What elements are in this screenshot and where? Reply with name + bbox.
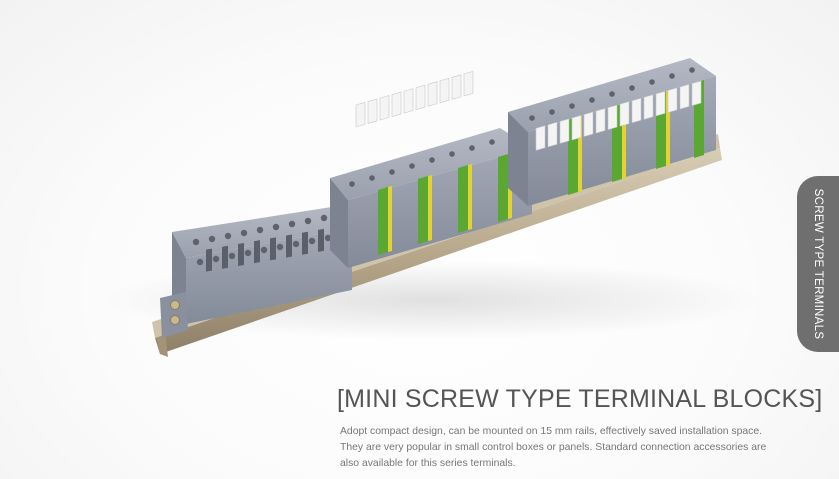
left-terminal-block xyxy=(160,206,352,338)
left-block-screw-holes xyxy=(192,214,332,266)
page-title: [MINI SCREW TYPE TERMINAL BLOCKS] xyxy=(337,385,823,413)
middle-terminal-block xyxy=(330,70,532,268)
end-clamp-screws xyxy=(170,300,180,325)
middle-block-earth-stripes xyxy=(378,153,512,255)
middle-block-marker-labels xyxy=(355,70,474,128)
right-block-marker-labels xyxy=(535,80,702,151)
side-category-tab[interactable]: SCREW TYPE TERMINALS xyxy=(797,176,839,352)
right-block-screw-holes xyxy=(529,67,695,121)
right-terminal-block xyxy=(508,58,716,206)
middle-block-screw-holes xyxy=(349,139,495,187)
product-description: Adopt compact design, can be mounted on … xyxy=(340,426,767,469)
left-block-wire-slots xyxy=(206,228,324,272)
side-tab-label: SCREW TYPE TERMINALS xyxy=(812,188,824,340)
